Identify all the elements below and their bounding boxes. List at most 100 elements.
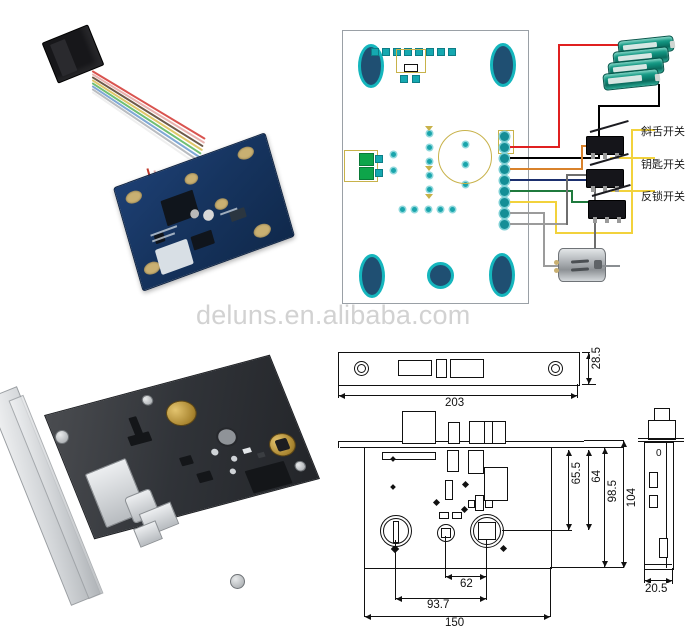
- terminal-pin-2[interactable]: [500, 143, 509, 152]
- via: [427, 159, 432, 164]
- pad: [415, 48, 423, 56]
- faceplate-screw-top[interactable]: [55, 430, 69, 444]
- leader-line: [502, 530, 550, 531]
- switch-pin: [591, 186, 595, 192]
- wire-motor-a: [543, 265, 559, 267]
- ribbon-wire-green: [91, 82, 202, 156]
- body-slot: [382, 452, 436, 460]
- via: [427, 131, 432, 136]
- terminal-pin-1[interactable]: [500, 132, 509, 141]
- label-sticker: [154, 238, 194, 276]
- arrowhead: [645, 578, 651, 584]
- wire-motor-a: [510, 212, 545, 214]
- faceplate-edge: [338, 441, 340, 448]
- wire-negative: [598, 105, 601, 159]
- wire-positive: [510, 146, 560, 148]
- wire-common-bus: [555, 201, 557, 234]
- body-slot: [485, 500, 493, 508]
- wiring-diagram-panel: 斜舌开关 钥匙开关 反锁开关: [330, 22, 690, 312]
- body-slot: [475, 495, 484, 511]
- screw-terminal: [359, 153, 374, 166]
- dim-body-length: 150: [444, 617, 466, 629]
- dim-line: [588, 352, 589, 384]
- ext-line: [577, 384, 578, 398]
- via: [426, 207, 431, 212]
- via: [450, 207, 455, 212]
- terminal-pin-5[interactable]: [500, 176, 509, 185]
- marker: [256, 451, 266, 459]
- via: [427, 145, 432, 150]
- faceplate-cutout-bolt: [450, 359, 484, 378]
- smd-chip: [190, 229, 215, 251]
- switch-label-latch: 斜舌开关: [641, 125, 685, 138]
- case-slot: [244, 460, 293, 494]
- side-base-line: [644, 564, 672, 565]
- wire-latch-switch: [510, 168, 583, 170]
- arrowhead: [602, 561, 608, 567]
- dim-line: [568, 450, 569, 530]
- body-slot: [439, 512, 449, 519]
- screw-terminal: [359, 167, 374, 180]
- rivet: [228, 467, 237, 475]
- motor-terminal: [554, 260, 559, 265]
- terminal-pin-8[interactable]: [500, 209, 509, 218]
- pad: [426, 48, 434, 56]
- motor-terminal: [554, 268, 559, 273]
- wire-motor-a: [543, 212, 545, 267]
- pad: [400, 75, 408, 83]
- terminal-pin-3[interactable]: [500, 154, 509, 163]
- ext-line: [584, 440, 624, 441]
- pad: [448, 48, 456, 56]
- arrowhead: [339, 393, 345, 399]
- pad: [382, 48, 390, 56]
- pad: [371, 48, 379, 56]
- terminal-pin-6[interactable]: [500, 187, 509, 196]
- wire-positive: [558, 44, 560, 148]
- latch-projection-3: [492, 421, 506, 444]
- switch-pin: [591, 153, 595, 159]
- side-mark-label: 0: [655, 448, 663, 459]
- mounting-hole: [490, 43, 516, 87]
- dim-line: [604, 447, 605, 567]
- wire-negative: [510, 157, 600, 160]
- terminal-pin-7[interactable]: [500, 198, 509, 207]
- pcb-board: [112, 132, 296, 292]
- arrowhead: [566, 524, 572, 530]
- side-faceplate: [638, 441, 684, 443]
- dim-height-985: 98.5: [606, 480, 620, 503]
- screw-terminal-outline: [344, 150, 378, 182]
- side-inner-line: [666, 442, 667, 568]
- side-bolt: [648, 420, 676, 440]
- terminal-pin-4[interactable]: [500, 165, 509, 174]
- silk-arrow: [425, 126, 433, 131]
- mounting-hole: [489, 253, 515, 297]
- faceplate-screw-bottom[interactable]: [230, 574, 245, 589]
- switch-label-key: 钥匙开关: [641, 158, 685, 171]
- terminal-pin-9[interactable]: [500, 220, 509, 229]
- motor-shaft: [602, 265, 620, 267]
- case-screw: [140, 393, 155, 407]
- switch-pin: [617, 217, 621, 223]
- dim-line: [623, 440, 624, 568]
- pcb-mounting-pad: [183, 171, 200, 187]
- dim-line: [395, 598, 487, 599]
- silk-arrow: [425, 194, 433, 199]
- via: [391, 168, 396, 173]
- wire-common-bus: [611, 190, 655, 192]
- pcb-mounting-pad: [213, 196, 230, 212]
- wire-common-bus: [631, 129, 655, 131]
- arrowhead: [365, 614, 371, 620]
- pad: [375, 169, 383, 177]
- dim-body-height: 104: [625, 488, 639, 508]
- dim-side-thickness: 20.5: [644, 583, 669, 595]
- motor-end-cap: [594, 260, 602, 269]
- dim-center-distance: 62: [459, 578, 474, 590]
- arrowhead: [544, 614, 550, 620]
- body-slot: [447, 450, 459, 472]
- cylinder-keyway: [274, 437, 291, 452]
- ext-line: [486, 540, 487, 600]
- wire-positive: [558, 44, 624, 46]
- micro-switch-latch: [586, 136, 624, 159]
- dim-line: [644, 580, 673, 581]
